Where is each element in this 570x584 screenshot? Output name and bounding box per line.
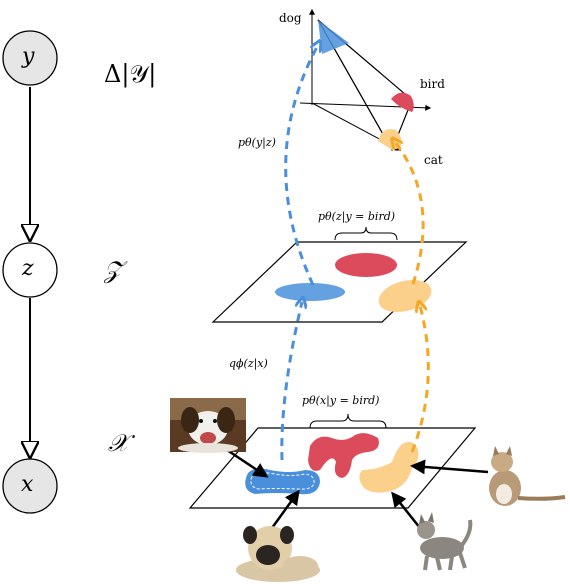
bird-latent-blob — [335, 253, 397, 277]
data-plane — [188, 413, 477, 509]
encoder-arrow-cat — [410, 306, 430, 453]
node-y-label: y — [22, 44, 35, 69]
simplex-space-label: Δ|𝒴| — [104, 60, 157, 88]
pointer-pug-photo — [270, 489, 300, 529]
latent-plane-shape — [211, 241, 468, 323]
label-q-z-given-x: qϕ(z|x) — [229, 357, 268, 370]
node-z — [2, 242, 58, 298]
pointer-cat-sitting — [410, 459, 489, 475]
dog-latent-blob — [275, 283, 345, 301]
cat-photo-sitting — [489, 446, 566, 506]
label-p-y-given-z: pθ(y|z) — [238, 136, 276, 149]
pointer-cat-walking — [391, 491, 421, 529]
brace-latent — [334, 226, 398, 241]
dog-data-blob — [245, 468, 320, 495]
cat-photo-walking — [417, 512, 473, 571]
classifier-arrow-dog — [284, 45, 318, 286]
classifier-arrow-cat — [395, 142, 425, 285]
dog-photo — [170, 398, 246, 453]
graphical-model — [2, 30, 58, 514]
node-z-label: z — [22, 256, 34, 281]
pug-photo — [236, 526, 320, 582]
cat-data-blob — [359, 442, 419, 493]
dog-region — [318, 20, 349, 54]
node-x — [2, 458, 58, 514]
simplex — [299, 8, 432, 152]
simplex-vertex-bird: bird — [420, 77, 445, 91]
label-p-z-given-y: pθ(z|y = bird) — [318, 210, 396, 223]
brace-data — [309, 413, 387, 429]
dog-data-outline — [250, 472, 315, 490]
latent-plane — [211, 226, 468, 323]
node-y — [2, 30, 58, 86]
bird-data-blob — [308, 433, 379, 478]
label-p-x-given-y: pθ(x|y = bird) — [302, 394, 380, 407]
latent-space-label: 𝒵 — [104, 256, 123, 284]
node-x-label: x — [21, 472, 34, 497]
encoder-arrow-dog — [280, 302, 302, 461]
data-space-label: 𝒳 — [108, 429, 129, 457]
bird-region — [391, 92, 414, 112]
simplex-vertex-dog: dog — [279, 11, 302, 25]
simplex-vertex-cat: cat — [424, 153, 443, 167]
